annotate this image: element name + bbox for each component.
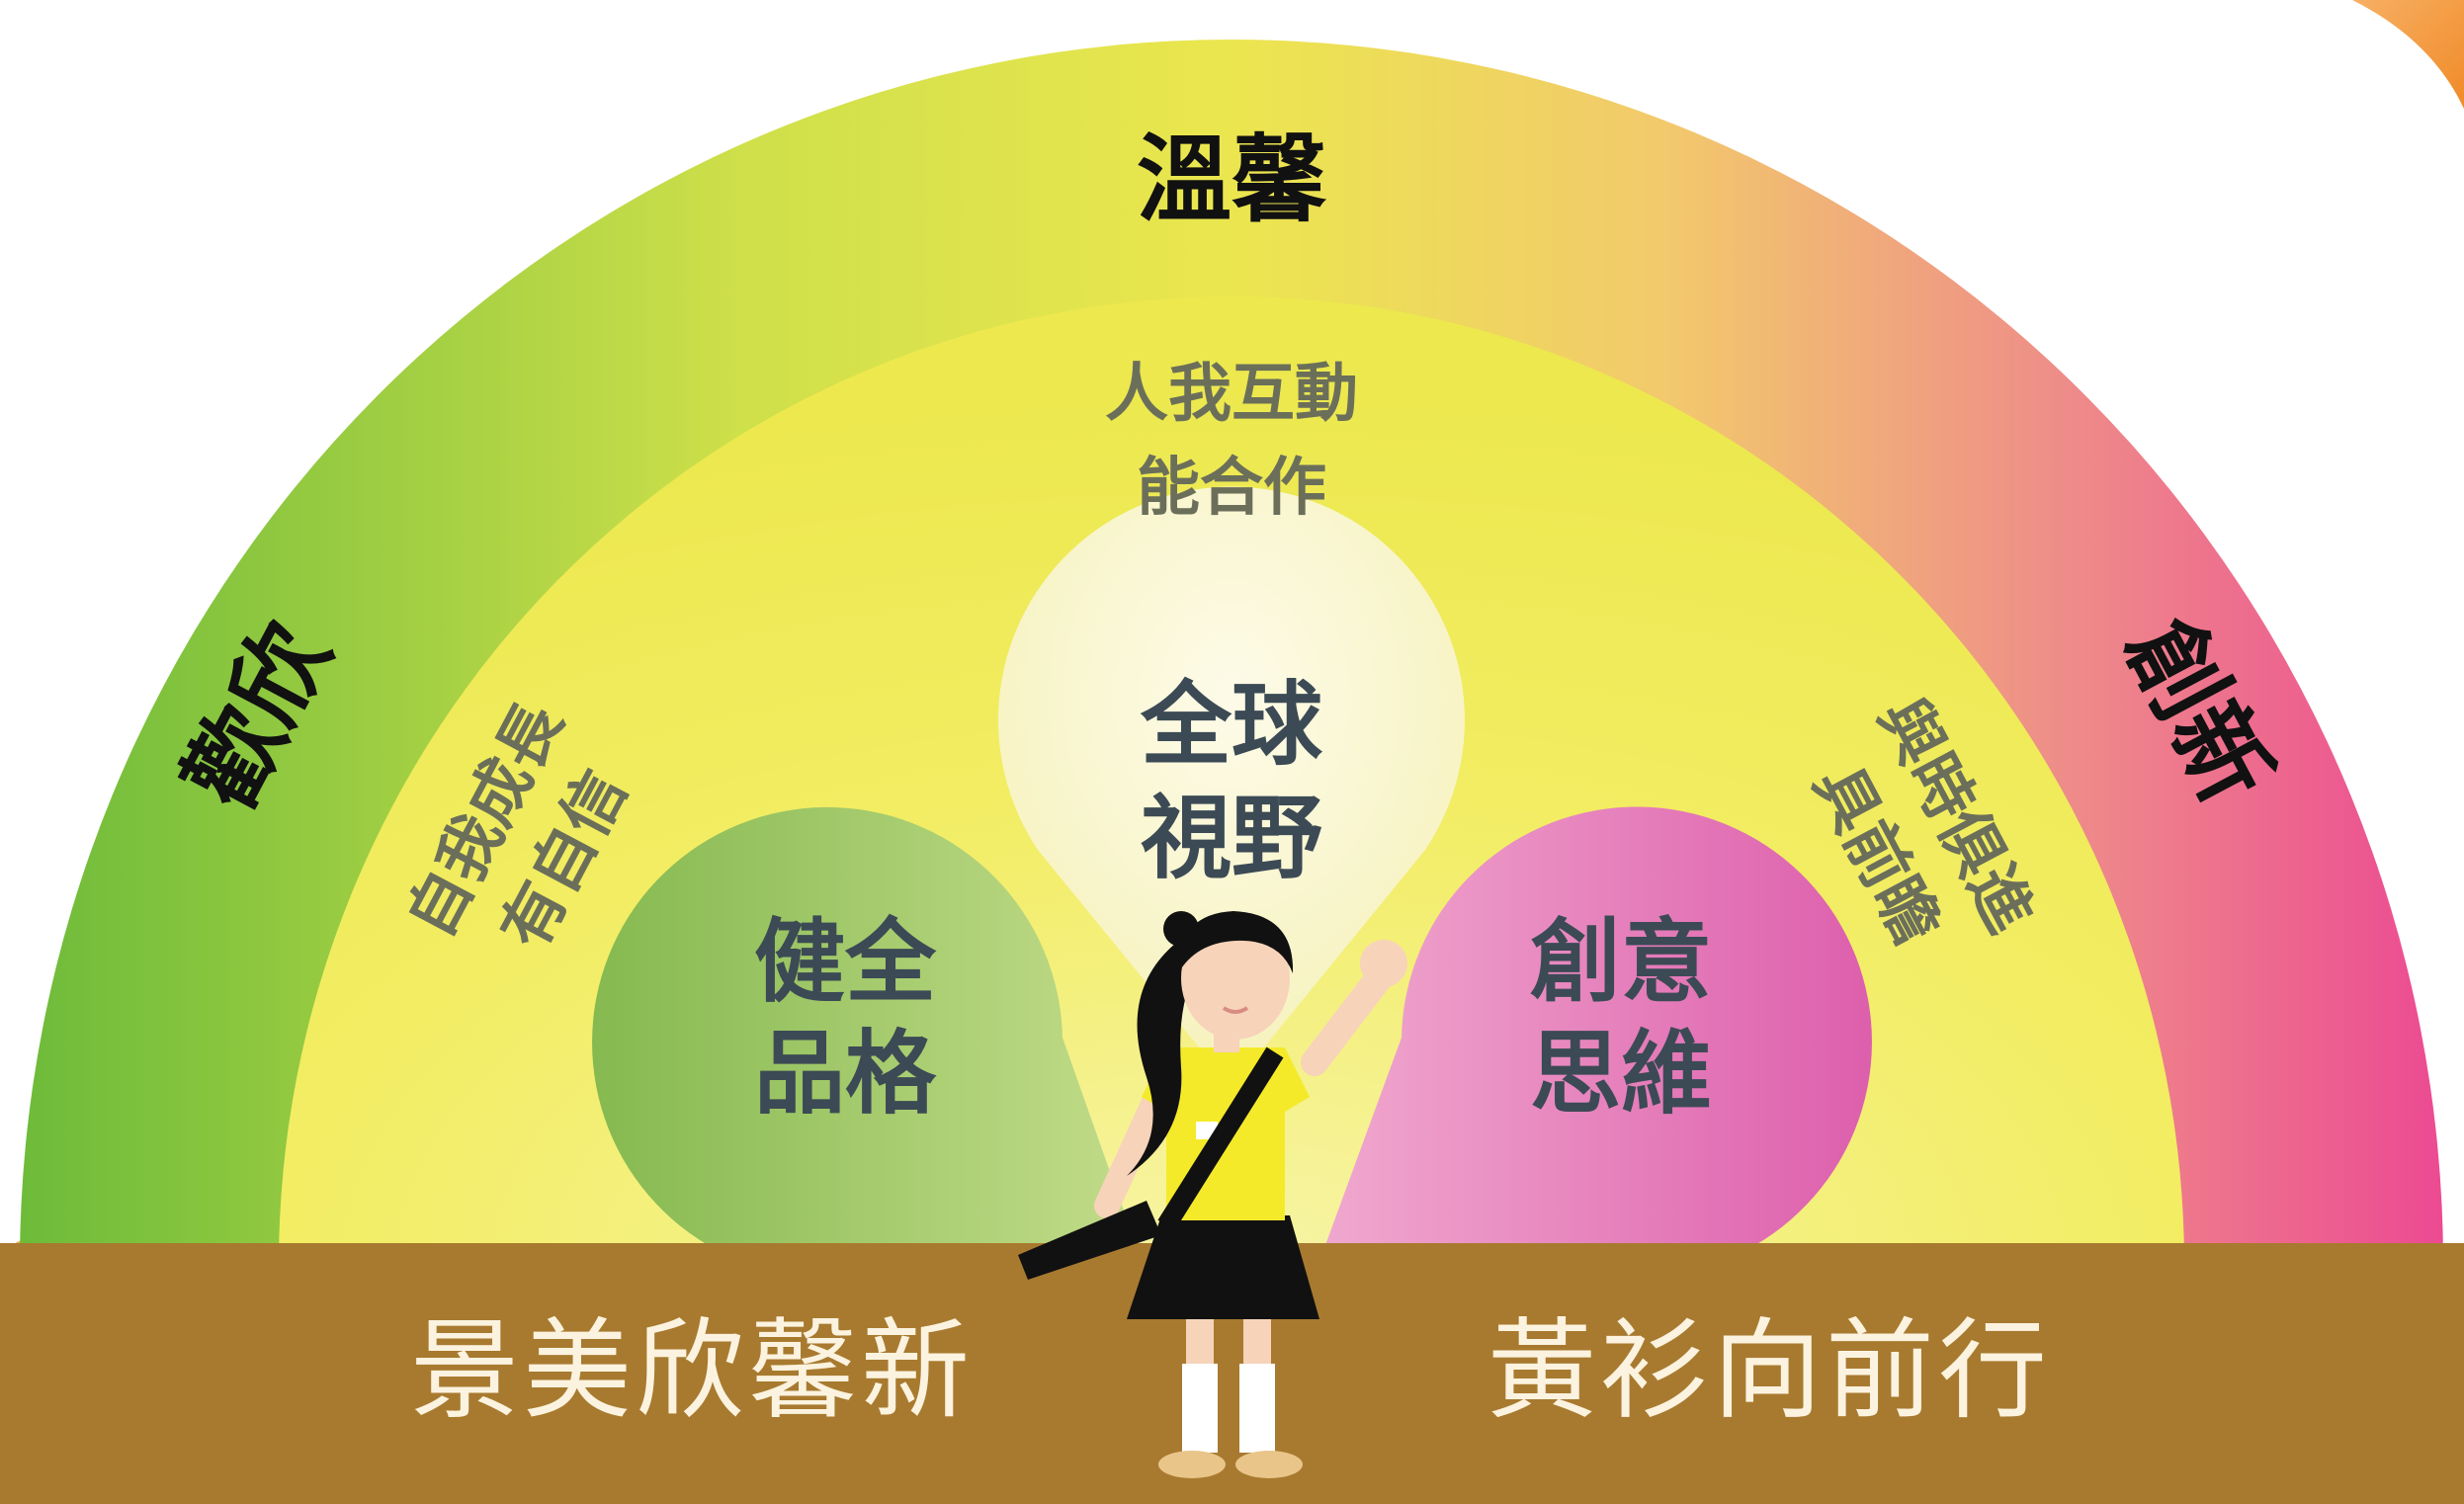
label-petal-center-line1: 全球	[1140, 672, 1323, 778]
girl-hair	[1177, 911, 1294, 973]
girl-lowered-arm	[1094, 1074, 1174, 1218]
corner-accent-top-right	[2352, 0, 2464, 109]
petal-right	[1315, 806, 1872, 1275]
girl-hair-bun	[1163, 911, 1199, 947]
label-petal-left-line1: 健全	[754, 909, 937, 1015]
girl-student-illustration	[1018, 911, 1407, 1478]
girl-ponytail	[1127, 939, 1201, 1176]
girl-skirt	[1127, 1215, 1319, 1319]
petal-center	[998, 486, 1466, 1087]
motto-left: 景美欣馨新	[410, 1307, 974, 1434]
label-inner-top-line1: 人我互動	[1105, 358, 1358, 431]
girl-shoe-left	[1158, 1451, 1226, 1478]
label-petal-right-line1: 創意	[1530, 909, 1712, 1015]
label-petal-center-line2: 視野	[1141, 786, 1322, 891]
girl-raised-hand	[1360, 940, 1407, 987]
girl-sock-right	[1239, 1364, 1275, 1453]
motto-right: 黃衫向前行	[1487, 1307, 2051, 1434]
girl-mouth	[1222, 1006, 1249, 1014]
girl-sock-left	[1182, 1364, 1218, 1453]
label-outer-top: 溫馨	[1137, 125, 1327, 235]
label-petal-left-line2: 品格	[754, 1021, 937, 1127]
girl-bag	[1018, 1201, 1161, 1280]
girl-shoe-right	[1235, 1451, 1303, 1478]
label-petal-right-line2: 思維	[1530, 1021, 1712, 1127]
girl-raised-arm	[1301, 964, 1393, 1076]
label-inner-top-line2: 能合作	[1137, 452, 1326, 525]
girl-bag-strap	[1157, 1046, 1284, 1231]
girl-face	[1181, 917, 1290, 1040]
petal-left	[592, 806, 1147, 1275]
